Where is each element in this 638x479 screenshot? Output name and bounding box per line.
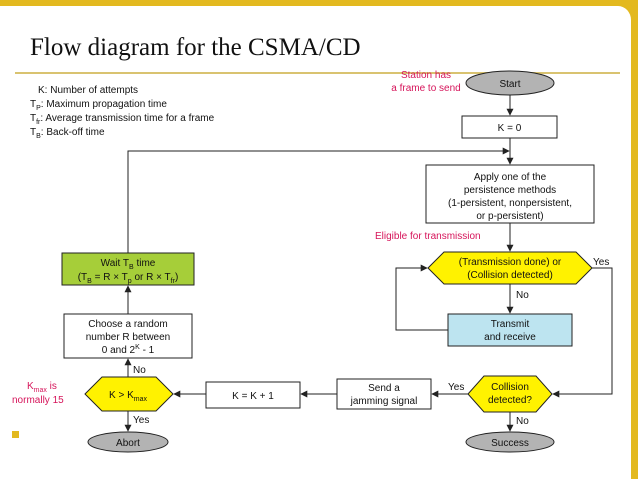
connectors bbox=[124, 95, 613, 432]
station-has-frame-note-line1: Station has bbox=[401, 70, 451, 81]
transmission-check-line2: (Collision detected) bbox=[467, 270, 553, 281]
kmax-decision-label: K > Kmax bbox=[109, 390, 147, 403]
slide-title: Flow diagram for the CSMA/CD bbox=[30, 34, 361, 61]
edge-transmit-loop-back bbox=[395, 264, 448, 331]
kmax-decision-shape bbox=[84, 376, 174, 412]
legend-k: K: Number of attempts bbox=[38, 85, 138, 96]
label-check-yes: Yes bbox=[593, 257, 609, 268]
label-collision-no: No bbox=[516, 416, 529, 427]
collision-line2: detected? bbox=[488, 395, 532, 406]
jam-line2: jamming signal bbox=[350, 396, 418, 407]
random-line2: number R between bbox=[86, 332, 171, 343]
bullet-square-icon bbox=[12, 431, 19, 438]
transmission-check-node: (Transmission done) or (Collision detect… bbox=[427, 251, 593, 285]
success-node: Success bbox=[465, 431, 555, 453]
slide-right-border bbox=[631, 0, 638, 479]
legend: K: Number of attempts TP: Maximum propag… bbox=[30, 85, 215, 140]
k-zero-node: K = 0 bbox=[461, 115, 558, 139]
edge-wait-back-to-persistence bbox=[127, 147, 510, 253]
jam-line1: Send a bbox=[368, 383, 400, 394]
success-label: Success bbox=[491, 438, 529, 449]
legend-tb: TB: Back-off time bbox=[30, 127, 105, 140]
random-line1: Choose a random bbox=[88, 319, 168, 330]
persistence-line2: persistence methods bbox=[464, 185, 556, 196]
abort-node: Abort bbox=[87, 431, 169, 453]
persistence-line4: or p-persistent) bbox=[476, 211, 543, 222]
collision-decision-shape bbox=[467, 375, 553, 413]
station-has-frame-note-line2: a frame to send bbox=[391, 83, 460, 94]
start-node: Start bbox=[465, 70, 555, 96]
jam-box bbox=[336, 378, 432, 410]
random-box bbox=[63, 313, 193, 359]
k-increment-box bbox=[205, 381, 301, 409]
transmit-box bbox=[447, 313, 573, 347]
transmit-line2: and receive bbox=[484, 332, 536, 343]
transmission-check-line1: (Transmission done) or bbox=[459, 257, 562, 268]
k-increment-label: K = K + 1 bbox=[232, 391, 274, 402]
label-kmax-yes: Yes bbox=[133, 415, 149, 426]
slide-corner-accent bbox=[610, 0, 638, 28]
wait-line2: (TB = R × Tp or R × Tfr) bbox=[78, 272, 179, 285]
kmax-note-line1: Kmax is bbox=[27, 381, 57, 394]
persistence-box bbox=[425, 164, 595, 224]
collision-line1: Collision bbox=[491, 382, 529, 393]
title-underline bbox=[15, 72, 620, 74]
persistence-line3: (1-persistent, nonpersistent, bbox=[448, 198, 572, 209]
label-collision-yes: Yes bbox=[448, 382, 464, 393]
label-check-no: No bbox=[516, 290, 529, 301]
kmax-note-line2: normally 15 bbox=[12, 395, 64, 406]
random-line3: 0 and 2K - 1 bbox=[102, 344, 155, 356]
transmit-line1: Transmit bbox=[491, 319, 530, 330]
wait-node: Wait TB time (TB = R × Tp or R × Tfr) bbox=[61, 252, 195, 286]
abort-ellipse bbox=[87, 431, 169, 453]
k-increment-node: K = K + 1 bbox=[205, 381, 301, 409]
persistence-line1: Apply one of the bbox=[474, 172, 547, 183]
persistence-node: Apply one of the persistence methods (1-… bbox=[425, 164, 595, 224]
eligible-note: Eligible for transmission bbox=[375, 231, 481, 242]
wait-line1: Wait TB time bbox=[101, 258, 156, 271]
success-ellipse bbox=[465, 431, 555, 453]
abort-label: Abort bbox=[116, 438, 140, 449]
k-zero-label: K = 0 bbox=[498, 123, 522, 134]
collision-decision-node: Collision detected? bbox=[467, 375, 553, 413]
random-node: Choose a random number R between 0 and 2… bbox=[63, 313, 193, 359]
start-label: Start bbox=[499, 79, 520, 90]
jam-node: Send a jamming signal bbox=[336, 378, 432, 410]
edge-check-yes-to-collision bbox=[552, 267, 613, 398]
wait-box bbox=[61, 252, 195, 286]
kmax-decision-node: K > Kmax bbox=[84, 376, 174, 412]
legend-tp: TP: Maximum propagation time bbox=[30, 99, 167, 112]
transmit-node: Transmit and receive bbox=[447, 313, 573, 347]
legend-tfr: Tfr: Average transmission time for a fra… bbox=[30, 113, 215, 126]
label-kmax-no: No bbox=[133, 365, 146, 376]
slide-top-border bbox=[0, 0, 638, 6]
